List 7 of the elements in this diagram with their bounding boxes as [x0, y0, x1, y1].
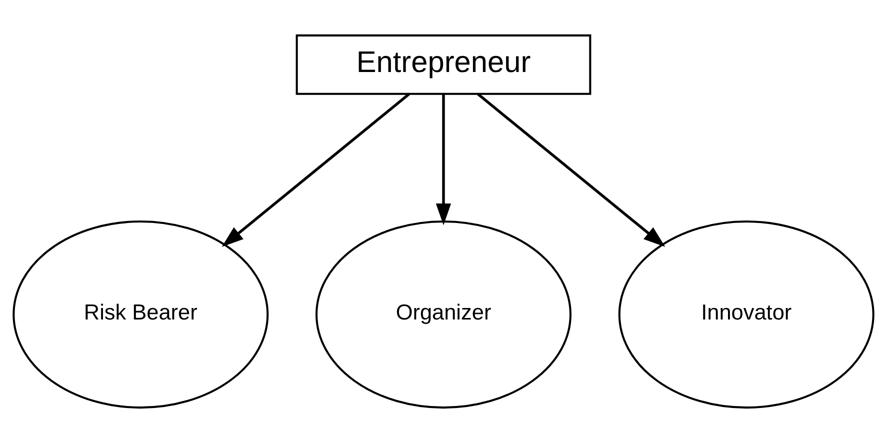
node-ellipse: Innovator: [618, 220, 874, 409]
arrow: [436, 94, 452, 226]
node-box: Entrepreneur: [296, 34, 592, 95]
node-ellipse: Risk Bearer: [12, 220, 269, 409]
arrow: [222, 92, 410, 247]
node-ellipse: Organizer: [316, 220, 572, 409]
arrow: [476, 92, 666, 247]
